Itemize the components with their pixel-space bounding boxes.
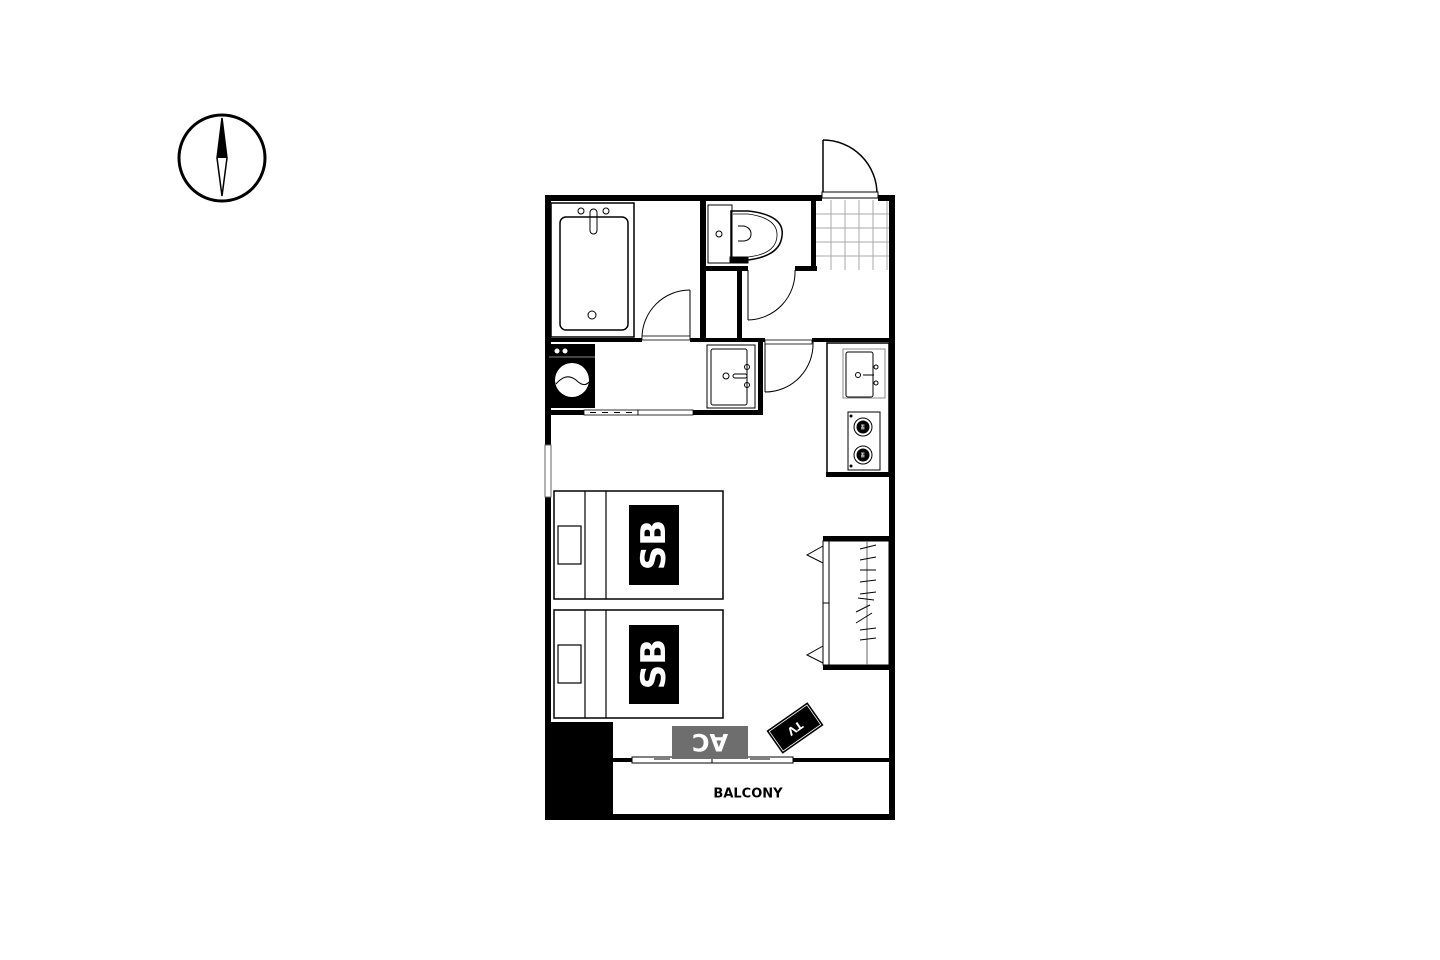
- closet[interactable]: [805, 540, 890, 666]
- bed-label: SB: [634, 639, 674, 689]
- room-door[interactable]: [764, 339, 814, 393]
- air-conditioner: AC: [672, 726, 748, 759]
- toilet-door[interactable]: [747, 269, 796, 321]
- kitchen-counter: [826, 342, 890, 474]
- bed: SB: [553, 490, 724, 600]
- television: TV: [766, 702, 824, 754]
- walls: [545, 195, 895, 820]
- washroom-sink: [706, 344, 756, 409]
- ac-label: AC: [692, 728, 728, 756]
- burner-label: HI: [859, 424, 865, 430]
- structural-column: [545, 722, 613, 820]
- bathtub: [550, 202, 635, 338]
- bed-label: SB: [634, 520, 674, 570]
- bed: SB: [553, 609, 724, 719]
- kitchen-sink: [842, 348, 886, 399]
- washing-machine: [549, 344, 595, 408]
- washroom-sliding-door[interactable]: [583, 409, 694, 416]
- entrance-door[interactable]: [821, 139, 879, 199]
- balcony-label: BALCONY: [713, 787, 783, 802]
- side-window[interactable]: [544, 444, 552, 498]
- toilet: [707, 204, 783, 264]
- bathroom-door[interactable]: [641, 289, 691, 341]
- entrance-tiles: [816, 200, 890, 270]
- north-arrow-icon: [177, 113, 267, 203]
- burner-label: HI: [859, 452, 865, 458]
- stove: HI HI: [847, 411, 881, 471]
